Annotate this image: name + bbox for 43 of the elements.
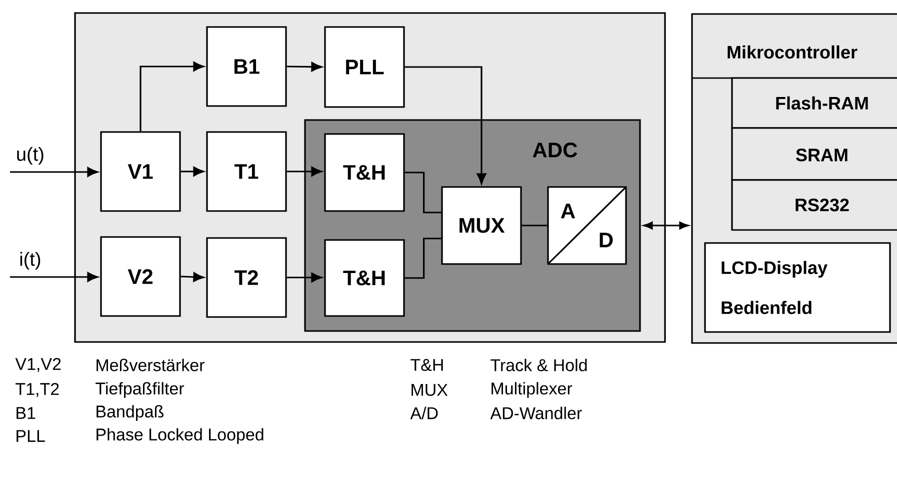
arrow <box>286 272 322 282</box>
connector-line <box>522 224 548 226</box>
arrow <box>180 272 204 282</box>
description: Meßverstärker <box>96 358 204 372</box>
arrow <box>10 167 98 177</box>
arrow <box>643 222 689 230</box>
connector-line <box>404 172 442 214</box>
description: Multiplexer <box>492 382 572 398</box>
signal-label: u(t) <box>17 146 44 165</box>
arrow <box>286 166 322 176</box>
abbreviation: V1,V2 <box>15 358 61 372</box>
description: Track & Hold <box>490 358 587 372</box>
abbreviation: A/D <box>410 406 438 420</box>
abbreviation: T&H <box>410 359 443 371</box>
display-box: LCD-Display Bedienfeld <box>704 242 891 333</box>
description: AD-Wandler <box>490 406 582 420</box>
arrow <box>404 66 486 184</box>
process-box: B1 <box>206 26 287 107</box>
abbreviation: MUX <box>412 384 448 396</box>
arrow <box>10 272 98 282</box>
process-box: T&H <box>324 239 405 317</box>
process-box: V1 <box>100 131 181 212</box>
converter-box: A D <box>547 186 627 265</box>
process-box: PLL <box>324 26 405 108</box>
description: Phase Locked Looped <box>96 428 264 444</box>
arrow <box>140 62 204 132</box>
arrow <box>286 62 322 72</box>
description: Tiefpaßfilter <box>96 382 184 398</box>
connector-line <box>404 238 442 279</box>
description: Bandpaß <box>96 405 164 421</box>
interface-cell: RS232 <box>731 179 897 231</box>
process-box: MUX <box>441 186 522 265</box>
arrow <box>180 166 204 176</box>
process-box: T&H <box>324 133 405 212</box>
abbreviation: T1,T2 <box>16 382 59 398</box>
abbreviation: PLL <box>16 430 45 442</box>
process-box: T1 <box>206 131 287 212</box>
abbreviation: B1 <box>16 407 36 419</box>
memory-cell: SRAM <box>731 127 897 181</box>
signal-label: i(t) <box>20 252 40 270</box>
memory-cell: Flash-RAM <box>731 77 897 129</box>
process-box: T2 <box>206 237 287 318</box>
process-box: V2 <box>100 236 181 317</box>
